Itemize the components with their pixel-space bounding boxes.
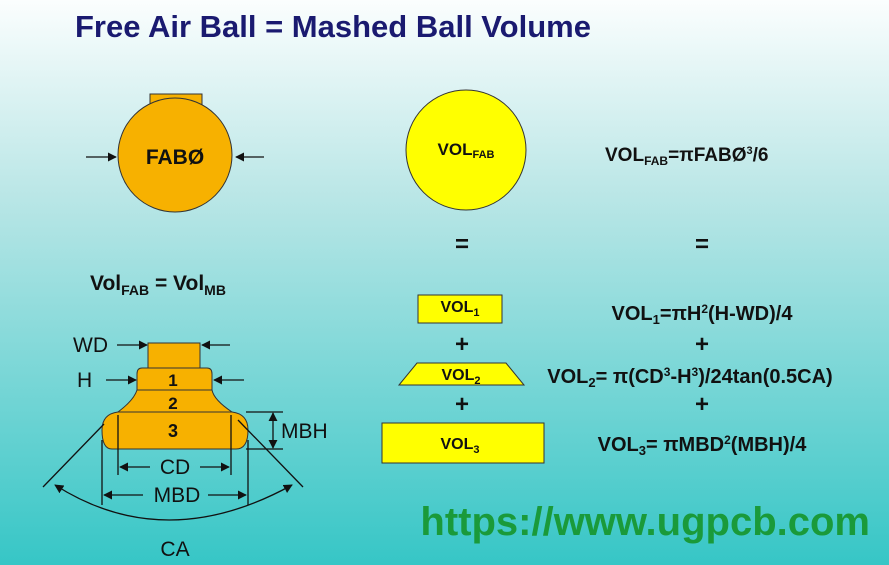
plus-sign: + xyxy=(455,391,469,418)
layer-1-label: 1 xyxy=(168,371,177,390)
layer-2-label: 2 xyxy=(168,394,177,413)
vol1-box xyxy=(417,294,503,324)
vol-fab-sphere: VOLFAB xyxy=(405,89,527,211)
slide-title: Free Air Ball = Mashed Ball Volume xyxy=(75,9,591,44)
layer-3-label: 3 xyxy=(168,421,178,441)
plus-sign: + xyxy=(695,391,709,418)
svg-text:VOL1: VOL1 xyxy=(440,299,479,319)
vol2-formula: VOL2= π(CD3-H3)/24tan(0.5CA) xyxy=(547,365,832,390)
dimension-lines: WD H MBH CD MBD CA xyxy=(42,334,328,561)
cd-label: CD xyxy=(160,456,190,479)
volume-equality: VolFAB = VolMB xyxy=(90,272,226,298)
mbh-label: MBH xyxy=(281,420,328,443)
plus-sign: + xyxy=(455,331,469,358)
svg-text:VOL2: VOL2 xyxy=(441,367,480,387)
vol3-box xyxy=(381,422,545,464)
fab-diameter-label: FABØ xyxy=(146,146,204,169)
watermark: https://www.ugpcb.com xyxy=(420,500,870,544)
wd-label: WD xyxy=(73,334,108,357)
vol1-formula: VOL1=πH2(H-WD)/4 xyxy=(612,302,794,327)
plus-sign: + xyxy=(695,331,709,358)
vol3-formula: VOL3= πMBD2(MBH)/4 xyxy=(598,433,808,458)
vol2-trapezoid xyxy=(397,362,526,386)
h-label: H xyxy=(77,369,92,392)
svg-text:VOL3: VOL3 xyxy=(440,436,479,456)
equals-sign: = xyxy=(455,231,469,258)
free-air-ball: FABØ xyxy=(86,93,264,213)
mashed-ball: 1 2 3 xyxy=(101,342,249,450)
equals-sign: = xyxy=(695,231,709,258)
vol-fab-formula: VOLFAB=πFABØ3/6 xyxy=(605,145,768,168)
mbd-label: MBD xyxy=(154,484,201,507)
svg-text:VOLFAB: VOLFAB xyxy=(438,140,495,161)
ca-label: CA xyxy=(160,538,189,561)
